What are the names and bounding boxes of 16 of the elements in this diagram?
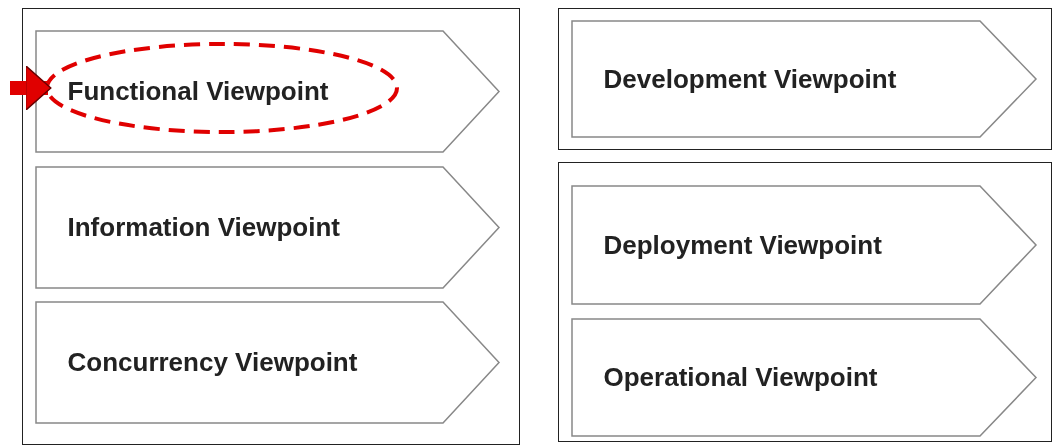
viewpoint-label: Deployment Viewpoint [603,229,882,260]
chevron-shape [34,300,500,424]
chevron-shape [570,184,1037,305]
arrow [10,64,52,112]
chevron-shape [34,165,500,289]
chevron-shape [570,19,1037,138]
viewpoint-label: Functional Viewpoint [67,75,329,107]
group-frame [22,8,520,445]
chevron-shape [570,317,1037,437]
viewpoint-label: Operational Viewpoint [603,361,878,393]
viewpoint-label: Information Viewpoint [67,211,341,243]
chevron-shape [34,29,500,153]
group-frame [558,8,1052,150]
group-frame [558,162,1052,442]
viewpoint-label: Concurrency Viewpoint [67,346,358,378]
viewpoint-label: Development Viewpoint [603,63,897,94]
